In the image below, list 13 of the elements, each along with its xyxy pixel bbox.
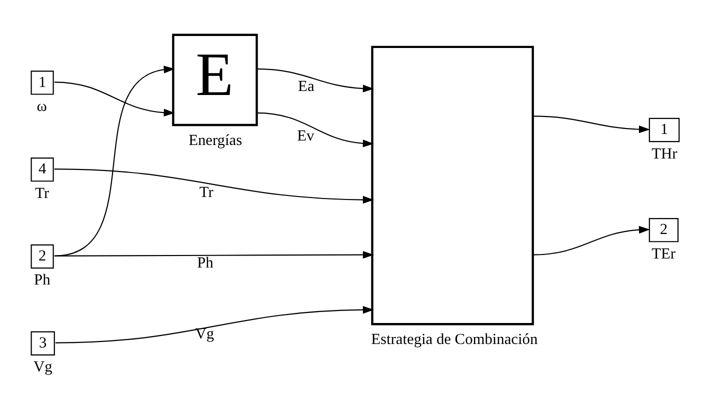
node-label: Tr (35, 184, 50, 202)
node-label: Ph (34, 271, 50, 288)
edge-label: Ea (298, 78, 314, 95)
node-label: THr (652, 144, 678, 162)
node-label: ω (36, 97, 47, 114)
node-label: Vg (33, 358, 52, 376)
node-label: TEr (652, 244, 676, 262)
node-label: Estrategia de Combinación (371, 330, 538, 348)
edge-label: Ev (297, 127, 314, 144)
node-label: Energías (188, 132, 242, 149)
edge-label: Tr (199, 183, 214, 200)
edge-label: Ph (197, 254, 214, 272)
edge-label: Vg (195, 325, 214, 342)
